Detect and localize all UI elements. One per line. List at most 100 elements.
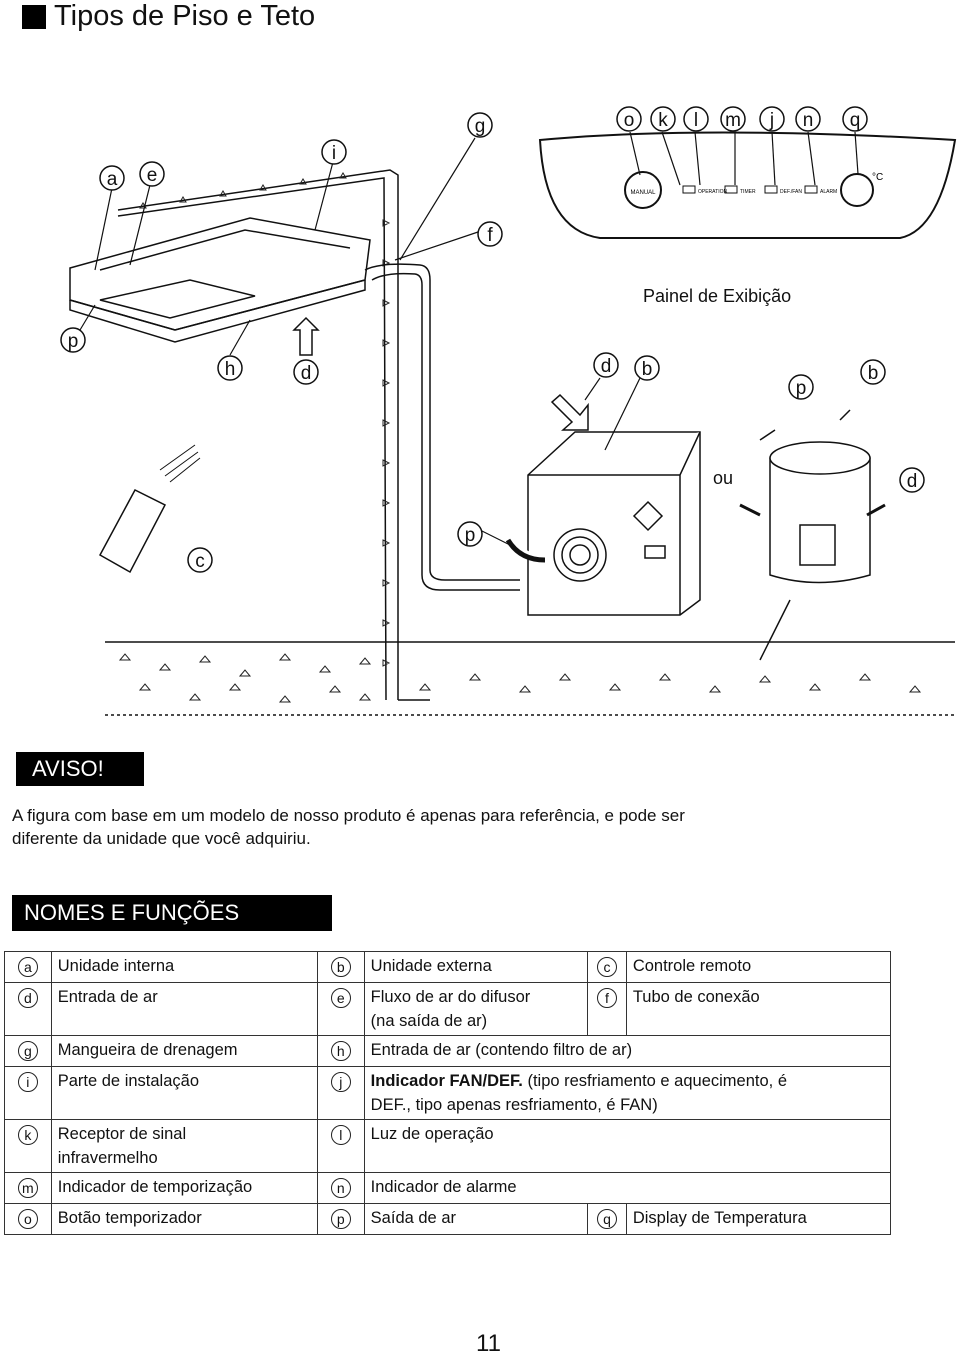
table-row: o Botão temporizador p Saída de ar q Dis… — [4, 1203, 892, 1235]
circle-o-icon: o — [17, 1209, 38, 1229]
label-c: c — [195, 551, 205, 572]
label-i: i — [332, 143, 336, 164]
indoor-unit — [69, 217, 371, 343]
table-row: k Receptor de sinal infravermelho l Luz d… — [4, 1119, 892, 1173]
table-cell: Indicador de temporização — [50, 1172, 318, 1204]
page-title: Tipos de Piso e Teto — [22, 0, 315, 33]
square-bullet-icon — [22, 4, 46, 29]
wall-triangles — [139, 172, 391, 667]
label-e: e — [147, 165, 158, 186]
panel-caption: Painel de Exibição — [643, 286, 791, 306]
bold-text: Indicador FAN/DEF. — [370, 1072, 523, 1090]
label-p-box: p — [465, 525, 476, 546]
timer-text: TIMER — [740, 189, 756, 195]
table-cell: Parte de instalação — [50, 1066, 318, 1120]
table-cell-text: (tipo resfriamento e aquecimento, é — [522, 1072, 787, 1090]
label-letters: a e i g f p h d c d b p b d p o k l m j … — [68, 110, 918, 572]
table-row: a Unidade interna b Unidade externa c Co… — [4, 951, 892, 983]
table-cell: Receptor de sinal infravermelho — [50, 1119, 318, 1173]
label-a: a — [107, 169, 118, 190]
table-cell: Unidade interna — [50, 951, 318, 983]
floor — [105, 641, 955, 716]
table-row: m Indicador de temporização n Indicador … — [4, 1172, 892, 1204]
warning-text-line2: diferente da unidade que você adquiriu. — [12, 829, 311, 848]
table-cell-line: Indicador FAN/DEF. (tipo resfriamento e … — [371, 1069, 884, 1093]
circle-h-icon: h — [330, 1041, 351, 1061]
celsius-text: °C — [872, 172, 883, 183]
warning-label: AVISO! — [16, 752, 144, 786]
or-text: ou — [713, 468, 733, 488]
remote-control — [98, 444, 201, 574]
label-p-outdoor: p — [796, 378, 807, 399]
circle-l-icon: l — [330, 1125, 351, 1145]
deffan-text: DEF./FAN — [780, 189, 802, 195]
table-cell: Mangueira de drenagem — [50, 1035, 318, 1067]
page-number: 11 — [476, 1330, 501, 1357]
circle-f-icon: f — [597, 988, 617, 1008]
label-d-outdoor: d — [601, 356, 612, 377]
table-cell: Display de Temperatura — [625, 1203, 892, 1235]
label-d-round: d — [907, 471, 918, 492]
table-cell: Botão temporizador — [50, 1203, 318, 1235]
page-title-text: Tipos de Piso e Teto — [54, 0, 316, 32]
table-row: d Entrada de ar e Fluxo de ar do difusor… — [4, 982, 892, 1036]
label-j: j — [769, 110, 774, 131]
circle-q-icon: q — [597, 1209, 617, 1229]
manual-button-text: MANUAL — [630, 190, 656, 196]
table-cell: Fluxo de ar do difusor(na saída de ar) — [363, 982, 589, 1036]
label-n: n — [803, 110, 814, 131]
label-p: p — [68, 331, 79, 352]
circle-b-icon: b — [330, 957, 351, 977]
table-cell-line: Fluxo de ar do difusor — [370, 988, 531, 1006]
table-cell: Saída de ar — [363, 1203, 589, 1235]
table-cell: Tubo de conexão — [625, 982, 892, 1036]
arrows — [292, 316, 851, 441]
label-q: q — [850, 110, 861, 131]
names-table: a Unidade interna b Unidade externa c Co… — [4, 951, 892, 1235]
label-g: g — [475, 116, 486, 137]
circle-i-icon: i — [17, 1072, 38, 1092]
table-row: g Mangueira de drenagem h Entrada de ar … — [4, 1035, 892, 1067]
table-cell: Luz de operação — [363, 1119, 892, 1173]
outdoor-unit-round — [739, 441, 886, 661]
floor-triangles — [118, 653, 922, 703]
label-m: m — [725, 110, 741, 131]
table-cell: Entrada de ar (contendo filtro de ar) — [363, 1035, 892, 1067]
circle-a-icon: a — [17, 957, 38, 977]
section-title: NOMES E FUNÇÕES — [12, 895, 332, 931]
circle-c-icon: c — [597, 957, 617, 977]
circle-g-icon: g — [17, 1041, 38, 1061]
table-cell: Indicador FAN/DEF. (tipo resfriamento e … — [363, 1066, 892, 1120]
label-circles — [60, 106, 925, 573]
label-h: h — [225, 359, 236, 380]
table-cell: Unidade externa — [363, 951, 589, 983]
outdoor-unit-box — [505, 431, 701, 616]
table-cell: Controle remoto — [625, 951, 892, 983]
label-f: f — [487, 225, 493, 246]
table-cell-line: DEF., tipo apenas resfriamento, é FAN) — [370, 1096, 658, 1114]
label-d: d — [301, 363, 312, 384]
circle-m-icon: m — [17, 1178, 38, 1198]
leader-lines — [79, 131, 859, 546]
label-k: k — [658, 110, 668, 131]
operation-text: OPERATION — [698, 189, 727, 195]
warning-text-line1: A figura com base em um modelo de nosso … — [12, 806, 685, 825]
label-o: o — [624, 110, 635, 131]
circle-e-icon: e — [330, 988, 351, 1008]
table-cell-line: Receptor de sinal — [57, 1125, 187, 1143]
table-row: i Parte de instalação j Indicador FAN/DE… — [4, 1066, 892, 1120]
label-l: l — [694, 110, 698, 131]
ceiling-wall — [117, 169, 430, 701]
circle-d-icon: d — [17, 988, 38, 1008]
circle-k-icon: k — [17, 1125, 38, 1145]
pipes — [364, 263, 520, 591]
circle-n-icon: n — [330, 1178, 351, 1198]
alarm-text: ALARM — [820, 189, 837, 195]
label-b-outdoor: b — [642, 359, 653, 380]
circle-j-icon: j — [330, 1072, 351, 1092]
circle-p-icon: p — [330, 1209, 351, 1229]
table-cell: Indicador de alarme — [363, 1172, 892, 1204]
table-cell: Entrada de ar — [50, 982, 318, 1036]
table-cell-line: infravermelho — [57, 1149, 158, 1167]
display-panel — [538, 131, 957, 239]
